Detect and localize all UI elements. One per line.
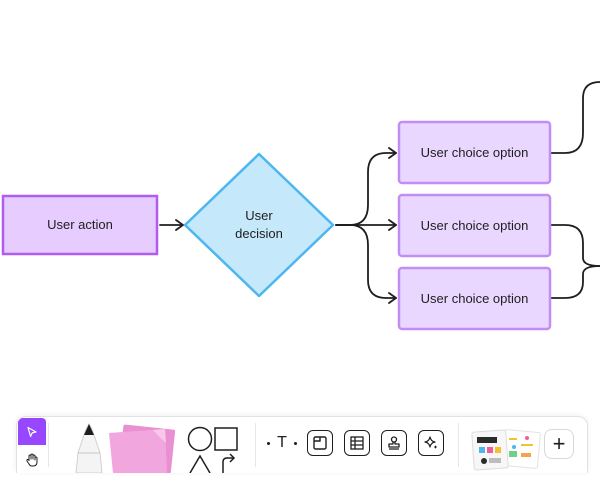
- marker-icon: [75, 423, 103, 473]
- sticky-note-tool-button[interactable]: [105, 423, 181, 473]
- connector-decision-to-option-1[interactable]: [335, 147, 397, 226]
- user-action-node[interactable]: [1, 194, 159, 256]
- marker-tool-button[interactable]: [57, 421, 117, 473]
- ai-tool-button[interactable]: [418, 430, 444, 456]
- connector-decision-to-option-3[interactable]: [335, 224, 397, 304]
- connector-option-1-out[interactable]: [550, 81, 600, 154]
- table-icon: [350, 436, 364, 450]
- user-choice-option-node-2[interactable]: [397, 193, 552, 258]
- stamp-tool-button[interactable]: [381, 430, 407, 456]
- user-choice-option-node-1[interactable]: [397, 120, 552, 185]
- plus-icon: +: [552, 431, 566, 456]
- toolbar-divider: [255, 423, 256, 467]
- template-thumbnail-icon: [471, 429, 541, 471]
- user-decision-node[interactable]: [183, 152, 335, 298]
- text-handle-right-dot: [294, 442, 297, 445]
- text-tool-button[interactable]: T: [267, 430, 297, 456]
- move-tool-button[interactable]: [18, 418, 46, 445]
- hand-tool-button[interactable]: [18, 446, 46, 473]
- section-tool-button[interactable]: [307, 430, 333, 456]
- shapes-tool-button[interactable]: [185, 426, 243, 473]
- stamp-icon: [388, 436, 400, 450]
- section-icon: [313, 436, 327, 450]
- table-tool-button[interactable]: [344, 430, 370, 456]
- shapes-icon: [187, 426, 238, 473]
- sparkle-icon: [424, 436, 438, 449]
- cursor-icon: [27, 426, 37, 437]
- templates-button[interactable]: [469, 427, 543, 473]
- text-icon: T: [277, 434, 287, 451]
- connector-option-3-out[interactable]: [550, 265, 600, 299]
- sticky-note-icon: [109, 424, 176, 473]
- more-tools-button[interactable]: +: [544, 429, 574, 459]
- toolbar-divider: [458, 423, 459, 467]
- user-choice-option-node-3[interactable]: [397, 266, 552, 331]
- bottom-toolbar: T: [16, 416, 588, 473]
- connector-option-2-out[interactable]: [550, 224, 600, 267]
- hand-icon: [26, 453, 38, 466]
- toolbar-divider: [48, 423, 49, 467]
- mode-switcher: [17, 417, 47, 473]
- text-handle-left-dot: [267, 442, 270, 445]
